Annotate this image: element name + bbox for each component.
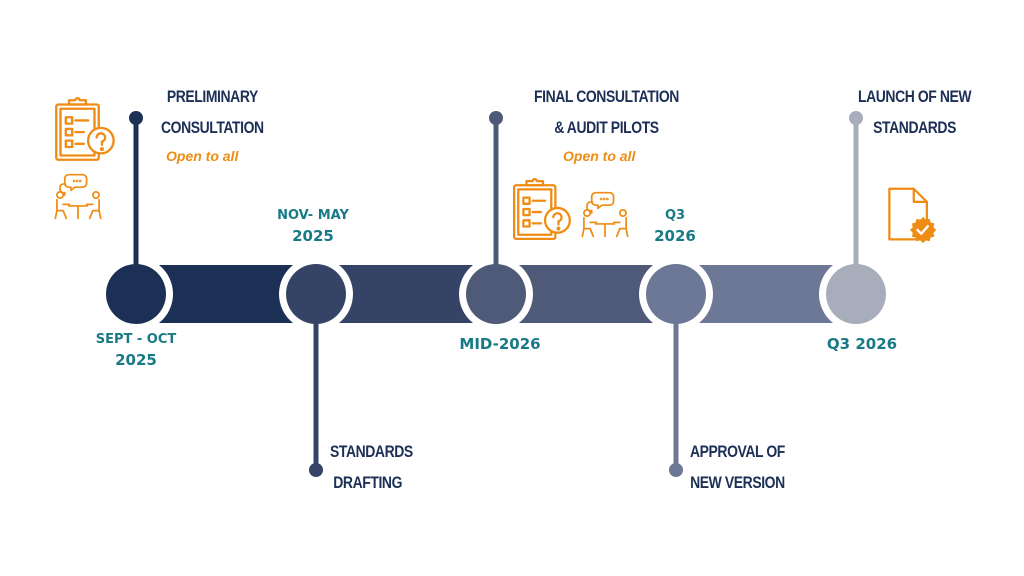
- milestone-title: APPROVAL OF NEW VERSION: [690, 436, 785, 498]
- stem-end-dot: [129, 111, 143, 125]
- date-line-2: 2025: [115, 351, 157, 369]
- milestone-node: [826, 264, 886, 324]
- clipboard-question-icon: [55, 96, 115, 161]
- date-line-2: 2026: [654, 227, 696, 245]
- milestone-title: FINAL CONSULTATION & AUDIT PILOTS: [534, 81, 679, 143]
- milestone-date: MID-2026: [440, 333, 560, 355]
- title-line: STANDARDS: [330, 442, 413, 461]
- date-line-2: 2025: [292, 227, 334, 245]
- milestone-date: NOV- MAY 2025: [253, 207, 373, 247]
- milestone-node: [106, 264, 166, 324]
- milestone-note: Open to all: [166, 148, 239, 164]
- clipboard-question-icon: [512, 177, 571, 241]
- date-line-1: NOV- MAY: [277, 208, 349, 223]
- title-line: NEW VERSION: [690, 473, 785, 492]
- timeline-segment: [338, 265, 474, 323]
- milestone-date: SEPT - OCT 2025: [76, 331, 196, 371]
- stem-end-dot: [849, 111, 863, 125]
- title-line: DRAFTING: [333, 473, 403, 492]
- date-line-1: SEPT - OCT: [95, 332, 177, 347]
- meeting-icon: [54, 173, 102, 220]
- milestone-title: STANDARDS DRAFTING: [330, 436, 413, 498]
- milestone-node: [466, 264, 526, 324]
- title-line: LAUNCH OF NEW: [858, 87, 972, 106]
- document-check-icon: [888, 187, 938, 245]
- title-line: CONSULTATION: [161, 118, 264, 137]
- milestone-date: Q3 2026: [620, 207, 730, 247]
- milestone-node: [286, 264, 346, 324]
- milestone-node: [646, 264, 706, 324]
- milestone-title: PRELIMINARY CONSULTATION: [161, 81, 264, 143]
- milestone-date: Q3 2026: [802, 333, 922, 355]
- milestone-note: Open to all: [563, 148, 636, 164]
- title-line: PRELIMINARY: [166, 87, 258, 106]
- timeline-segment: [698, 265, 834, 323]
- date-line-1: Q3 2026: [826, 335, 898, 353]
- timeline-segment: [518, 265, 654, 323]
- milestone-title: LAUNCH OF NEW STANDARDS: [858, 81, 972, 143]
- date-line-1: Q3: [664, 208, 686, 223]
- date-line-1: MID-2026: [459, 335, 541, 353]
- stem-end-dot: [489, 111, 503, 125]
- stem-end-dot: [309, 463, 323, 477]
- stem-end-dot: [669, 463, 683, 477]
- title-line: STANDARDS: [873, 118, 956, 137]
- timeline-segment: [158, 265, 294, 323]
- title-line: FINAL CONSULTATION: [534, 87, 679, 106]
- title-line: APPROVAL OF: [690, 442, 785, 461]
- title-line: & AUDIT PILOTS: [554, 118, 659, 137]
